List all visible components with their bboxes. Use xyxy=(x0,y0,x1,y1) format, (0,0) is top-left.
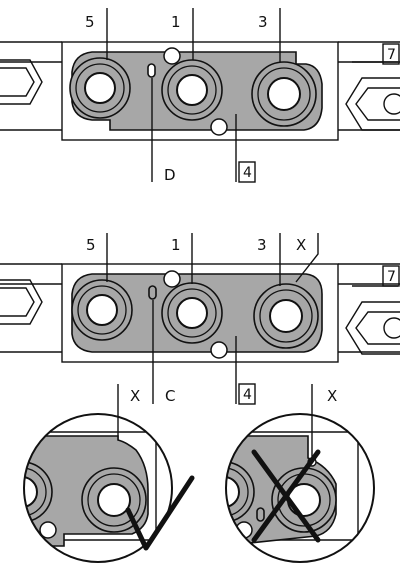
port-label-1: 1 xyxy=(171,13,181,31)
port-3 xyxy=(251,61,317,127)
top-view: 5 1 3 D 4 7 xyxy=(0,8,400,184)
right-fitting-icon xyxy=(345,301,400,355)
port-1 xyxy=(161,59,223,121)
port-5 xyxy=(69,57,131,119)
slot-c xyxy=(148,285,157,300)
detail-correct xyxy=(23,413,195,563)
label-x-right: X xyxy=(327,387,337,405)
left-fitting-icon xyxy=(0,279,43,325)
label-c: C xyxy=(165,387,175,405)
check-mark-icon xyxy=(125,475,195,551)
cross-mark-icon xyxy=(251,449,321,543)
port-label-1: 1 xyxy=(171,236,181,254)
boxed-label-4: 4 xyxy=(243,387,252,403)
locating-pin xyxy=(210,118,228,136)
base-plate xyxy=(61,263,339,363)
port-label-5: 5 xyxy=(85,13,95,31)
middle-view: 5 1 3 X X C 4 7 xyxy=(0,233,400,405)
boxed-label-7: 7 xyxy=(387,47,396,63)
port-5 xyxy=(71,279,133,341)
locating-pin xyxy=(163,270,181,288)
locating-pin xyxy=(163,47,181,65)
port-label-5: 5 xyxy=(86,236,96,254)
port-1 xyxy=(161,282,223,344)
right-fitting-icon xyxy=(345,77,400,131)
left-fitting-icon xyxy=(0,59,43,105)
label-x: X xyxy=(296,236,306,254)
port-3 xyxy=(253,283,319,349)
port-label-3: 3 xyxy=(258,13,268,31)
port-label-3: 3 xyxy=(257,236,267,254)
base-plate xyxy=(61,41,339,141)
boxed-label-7: 7 xyxy=(387,269,396,285)
detail-wrong xyxy=(225,413,375,563)
boxed-label-4: 4 xyxy=(243,165,252,181)
locating-pin xyxy=(210,341,228,359)
label-d: D xyxy=(164,166,176,184)
label-x-left: X xyxy=(130,387,140,405)
slot-d xyxy=(147,63,156,78)
